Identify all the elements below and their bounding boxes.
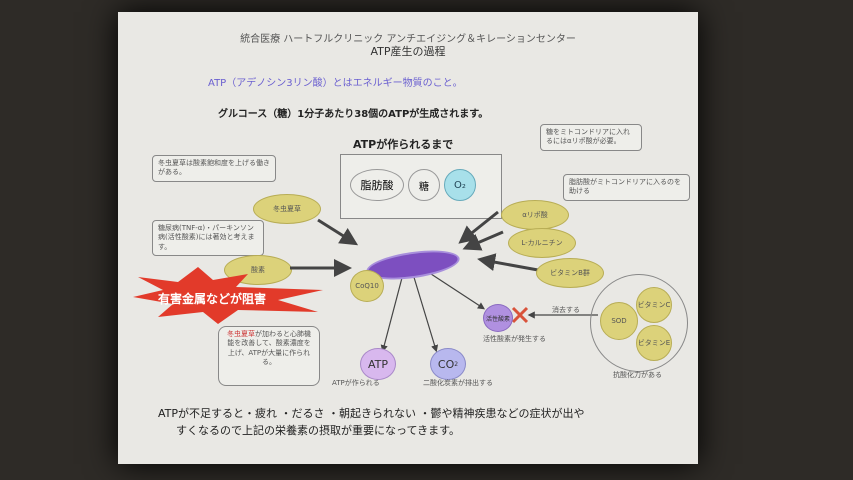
- node-vitamin-e: ビタミンE: [636, 325, 672, 361]
- block-x-icon: [511, 306, 529, 324]
- intro-line2: グルコース（糖）1分子あたり38個のATPが生成されます。: [218, 109, 489, 120]
- ros-caption: 活性酸素が発生する: [483, 335, 546, 343]
- note-cordyceps: 冬虫夏草は酸素飽和度を上げる働きがある。: [152, 155, 276, 182]
- co2-label: CO: [437, 357, 455, 371]
- node-coq10: CoQ10: [350, 270, 384, 302]
- node-vitamin-c: ビタミンC: [636, 287, 672, 323]
- slide-title: ATP産生の過程: [370, 45, 446, 58]
- antioxidant-caption: 抗酸化力がある: [613, 371, 662, 379]
- node-carnitine: L-カルニチン: [508, 228, 576, 258]
- atp-caption: ATPが作られる: [332, 379, 380, 387]
- node-cordyceps: 冬虫夏草: [253, 194, 321, 224]
- note-highlight: 冬虫夏草: [227, 330, 255, 338]
- output-ros: 活性酸素: [483, 304, 513, 332]
- input-oxygen: O₂: [444, 169, 476, 201]
- input-sugar: 糖: [408, 169, 440, 201]
- arrows: [133, 210, 598, 353]
- note-rest: が加わると心肺機能を改善して、酸素濃度を上げ、ATPが大量に作られる。: [227, 330, 311, 367]
- node-vitamin-b: ビタミンB群: [536, 258, 604, 288]
- warning-burst: [133, 267, 323, 324]
- note-disease: 糖尿病(TNF-α)・パーキンソン病(活性酸素)には著効と考えます。: [152, 220, 264, 257]
- output-atp: ATP: [360, 348, 396, 380]
- intro-line1: ATP（アデノシン3リン酸）とはエネルギー物質のこと。: [208, 78, 463, 89]
- clinic-name: 統合医療 ハートフルクリニック アンチエイジング＆キレーションセンター: [240, 34, 576, 45]
- footer-line1: ATPが不足すると・疲れ ・だるさ ・朝起きられない ・鬱や精神疾患などの症状が…: [158, 407, 585, 420]
- input-fatty-acid: 脂肪酸: [350, 169, 404, 201]
- antioxidant-group: [590, 274, 688, 372]
- node-sod: SOD: [600, 302, 638, 340]
- note-carnitine: 脂肪酸がミトコンドリアに入るのを助ける: [563, 174, 690, 201]
- footer-line2: すくなるので上記の栄養素の摂取が重要になってきます。: [176, 424, 461, 437]
- node-alpha-lipoic: αリポ酸: [501, 200, 569, 230]
- remove-label: 消去する: [552, 306, 580, 314]
- diagram-heading: ATPが作られるまで: [353, 138, 454, 151]
- warning-label: 有害金属などが阻害: [158, 292, 267, 306]
- co2-subscript: 2: [454, 360, 459, 368]
- co2-caption: 二酸化炭素が排出する: [423, 379, 493, 387]
- slide: 統合医療 ハートフルクリニック アンチエイジング＆キレーションセンター ATP産…: [118, 12, 698, 464]
- note-atp-boost: 冬虫夏草が加わると心肺機能を改善して、酸素濃度を上げ、ATPが大量に作られる。: [218, 326, 320, 386]
- note-alpha-lipoic: 糖をミトコンドリアに入れるにはαリポ酸が必要。: [540, 124, 642, 151]
